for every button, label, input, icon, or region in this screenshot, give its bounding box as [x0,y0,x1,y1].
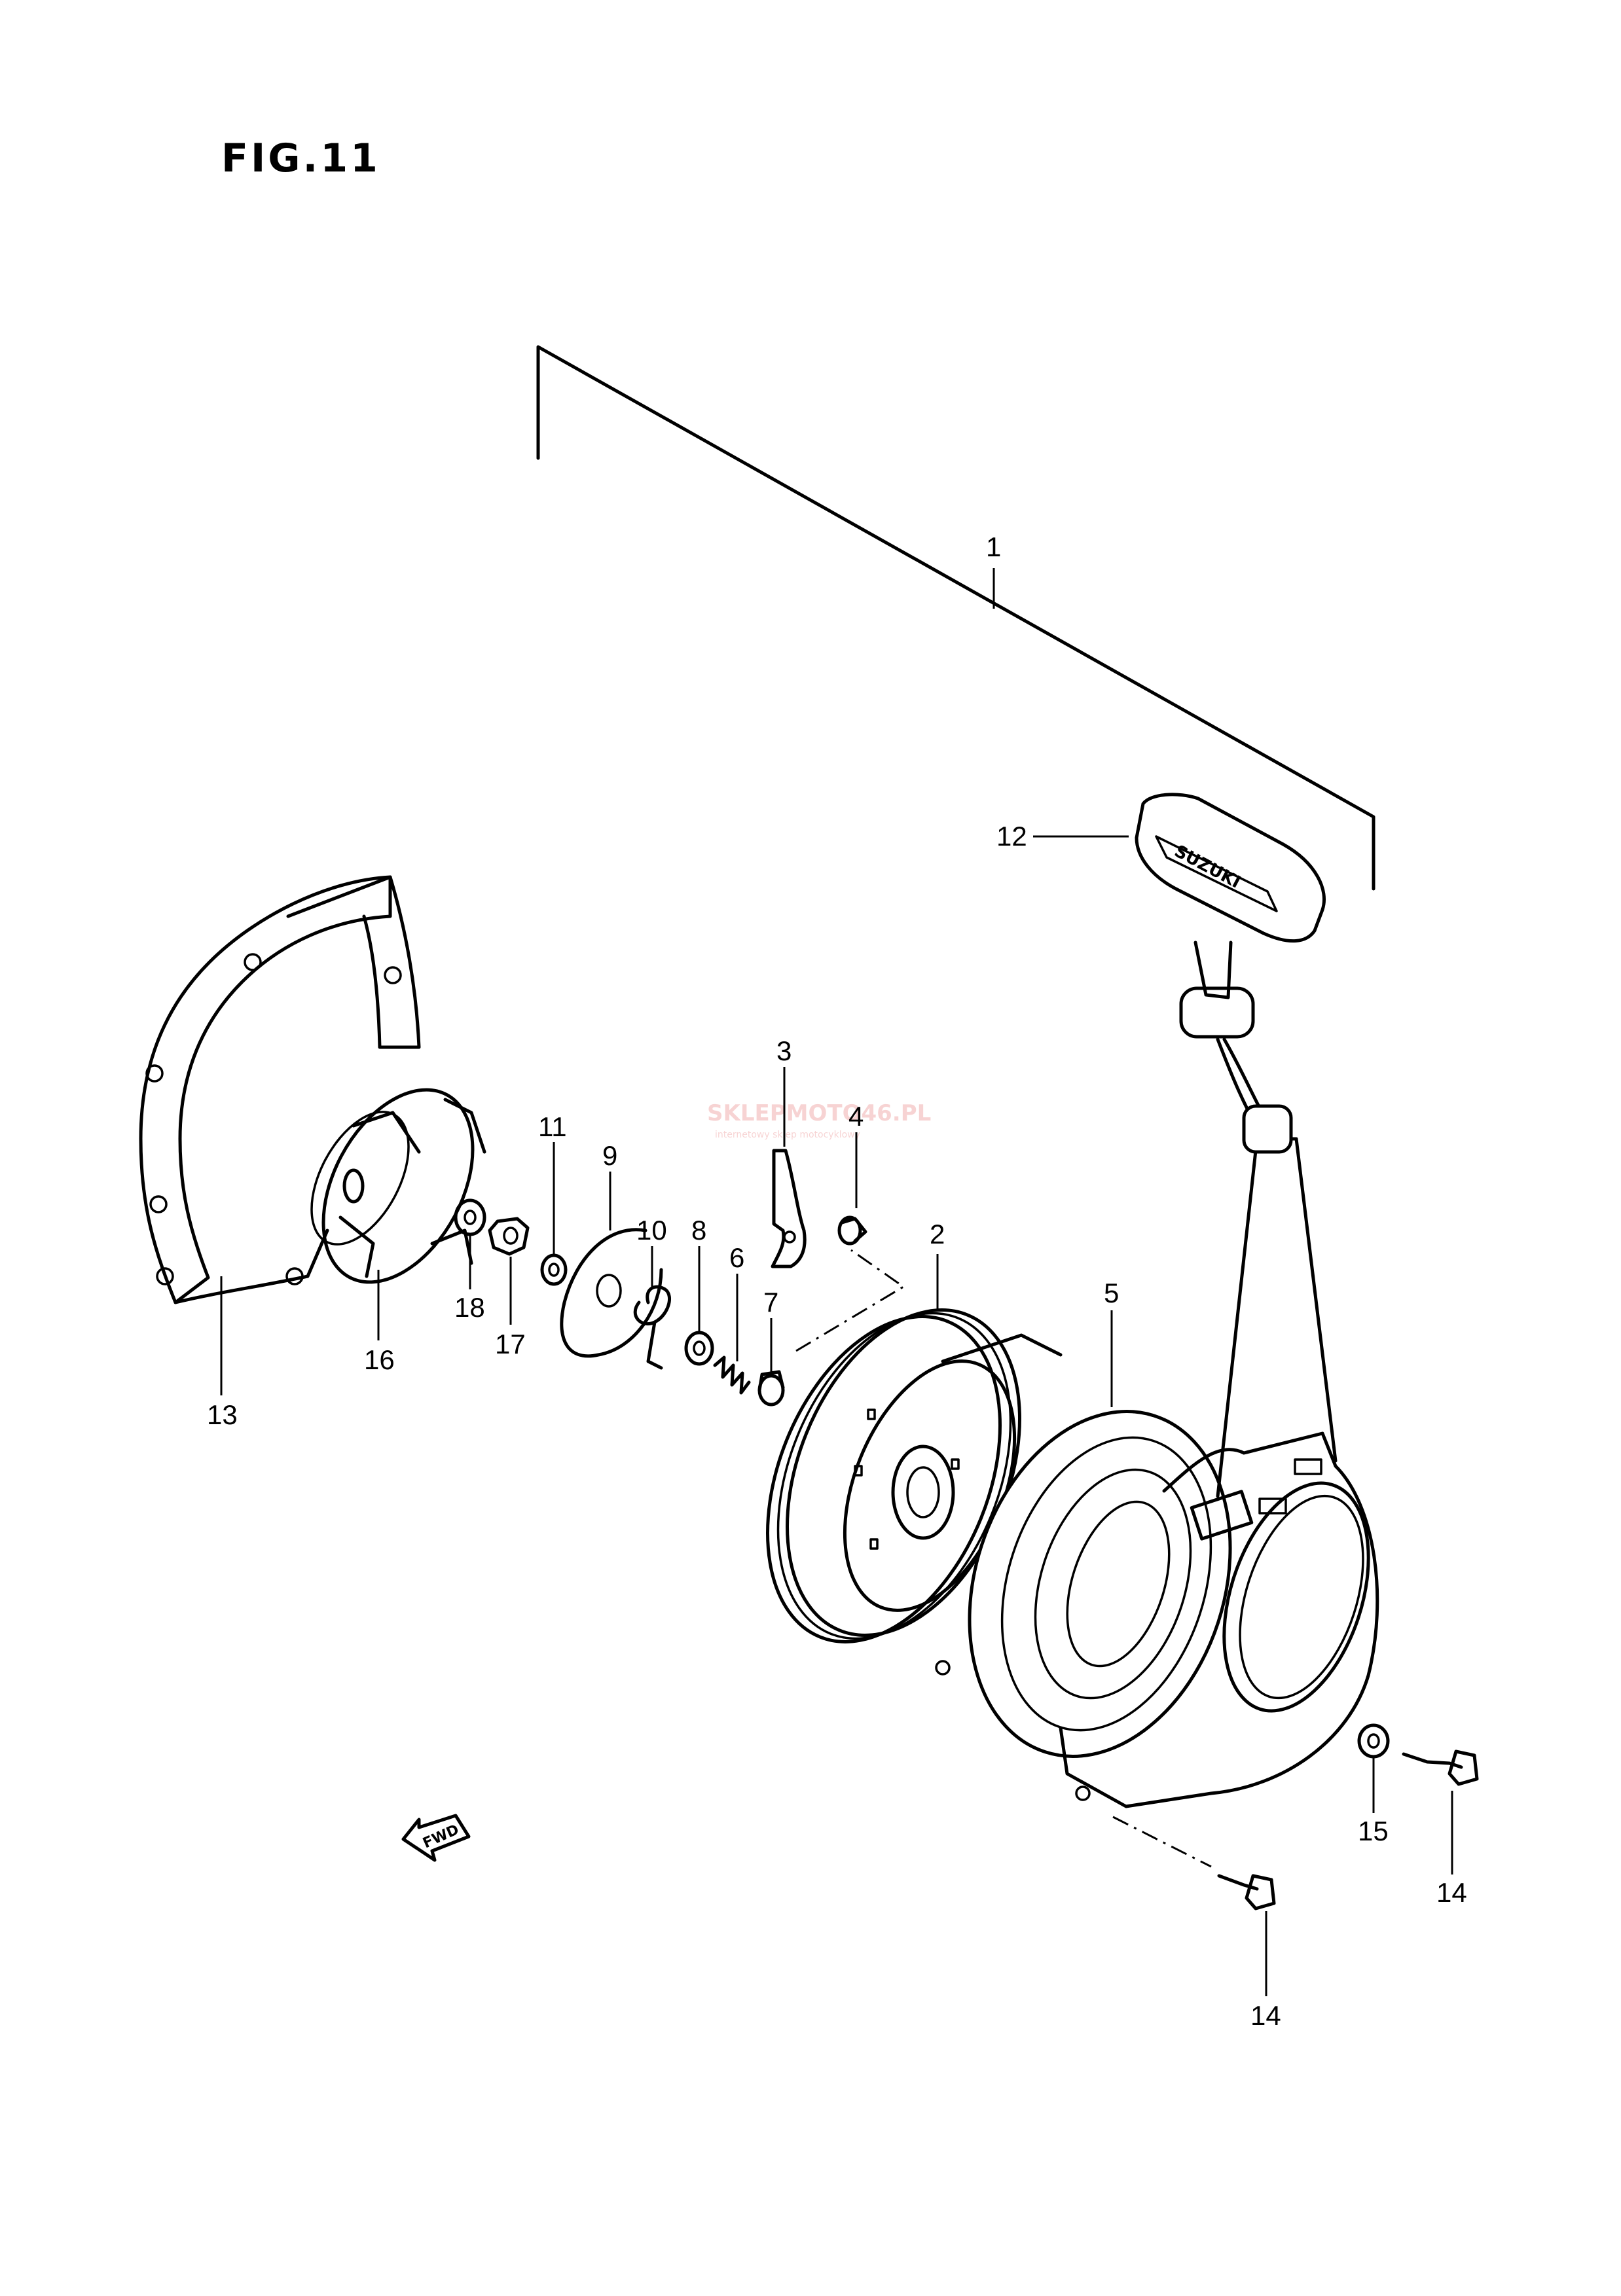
part-8-washer [684,1246,714,1366]
part-10-return-spring [633,1246,672,1370]
figure-title: FIG.11 [221,135,380,181]
part-5-case [935,1137,1379,1808]
part-2-reel [766,1254,1021,1643]
part-13-gasket [139,875,421,1395]
callout-13: 13 [207,1399,238,1430]
callout-6: 6 [729,1242,744,1273]
callout-16: 16 [364,1344,395,1375]
part-11-nut [540,1142,568,1286]
part-12-handle: SUZUKI [1033,793,1326,1154]
callout-10: 10 [636,1215,667,1246]
callout-3: 3 [776,1035,792,1066]
watermark: SKLEPMOTO46.PL internetowy sklep motocyk… [707,1100,931,1140]
callout-1: 1 [986,531,1001,562]
callout-labels: 1 2 3 4 5 6 7 8 9 10 11 12 13 14 14 15 1… [207,531,1467,2031]
assembly-bracket [536,345,1375,891]
callout-15: 15 [1358,1816,1389,1846]
part-18-washer [454,1198,486,1289]
callout-5: 5 [1104,1278,1119,1308]
callout-14-bottom: 14 [1250,2000,1281,2031]
part-14-bolt-bottom [1112,1816,1276,1996]
part-9-friction-plate [560,1172,663,1358]
guide-line [795,1249,905,1352]
part-15-washer [1357,1723,1390,1813]
callout-12: 12 [996,821,1027,852]
watermark-brand: SKLEPMOTO46.PL [707,1100,931,1126]
part-4-pin [837,1132,867,1246]
part-14-bolt-right [1402,1749,1479,1874]
callout-2: 2 [930,1219,945,1249]
callout-7: 7 [763,1287,778,1318]
part-3-ratchet [771,1067,807,1268]
callout-18: 18 [454,1292,485,1323]
callout-8: 8 [691,1215,706,1246]
part-17-nut [488,1217,530,1325]
callout-4: 4 [848,1101,864,1132]
part-6-spring [713,1274,751,1395]
fwd-arrow-icon: FWD [401,1814,471,1862]
part-7-collar [757,1318,785,1407]
callout-11: 11 [538,1111,567,1142]
callout-17: 17 [495,1329,526,1359]
watermark-tagline: internetowy sklep motocyklowy [715,1130,860,1140]
callout-14-right: 14 [1436,1877,1467,1908]
callout-9: 9 [602,1140,617,1171]
